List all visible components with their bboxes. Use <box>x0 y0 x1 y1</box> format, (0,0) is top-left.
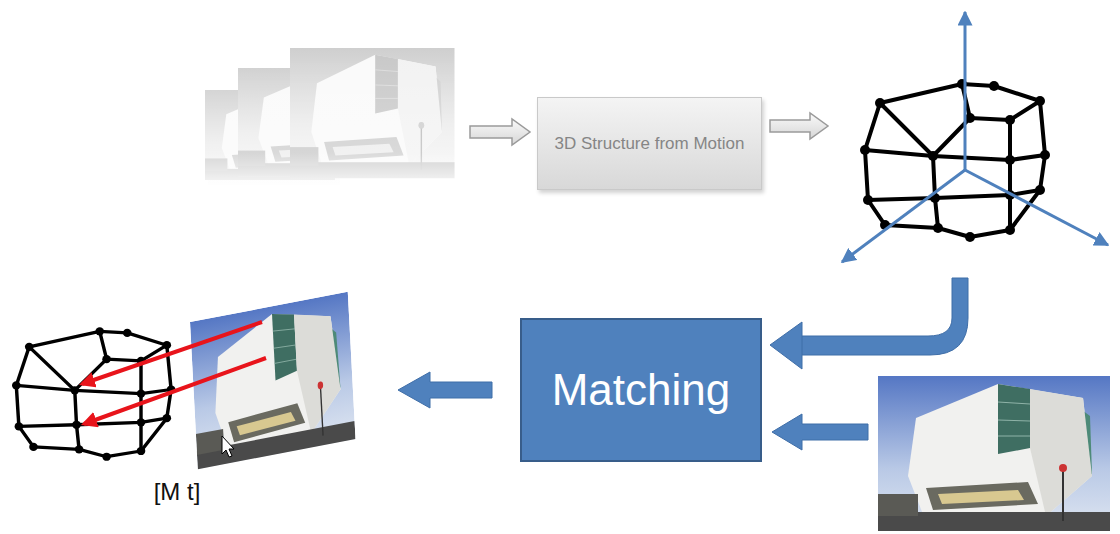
matched-wireframe <box>12 327 175 461</box>
flow-arrow <box>470 119 530 145</box>
process-box: 3D Structure from Motion <box>537 97 762 190</box>
wireframe-model <box>860 79 1050 242</box>
process-box: Matching <box>520 318 762 462</box>
node-text-group: Matching <box>552 365 731 415</box>
blue-flow-arrow <box>398 372 492 408</box>
coordinate-axes <box>842 12 1108 262</box>
input-photo-stack <box>205 48 455 188</box>
query-photo <box>878 376 1110 532</box>
correspondence-arrows <box>82 322 266 424</box>
transform-label: [M t] <box>154 478 201 506</box>
warped-photo <box>190 292 356 470</box>
node-label: 3D Structure from Motion <box>555 132 745 156</box>
flow-arrow <box>770 113 828 139</box>
node-text-group: 3D Structure from Motion <box>555 132 745 156</box>
blue-flow-arrow <box>770 278 968 369</box>
node-label: Matching <box>552 365 731 415</box>
blue-flow-arrow <box>772 414 868 450</box>
mouse-cursor <box>222 436 234 457</box>
